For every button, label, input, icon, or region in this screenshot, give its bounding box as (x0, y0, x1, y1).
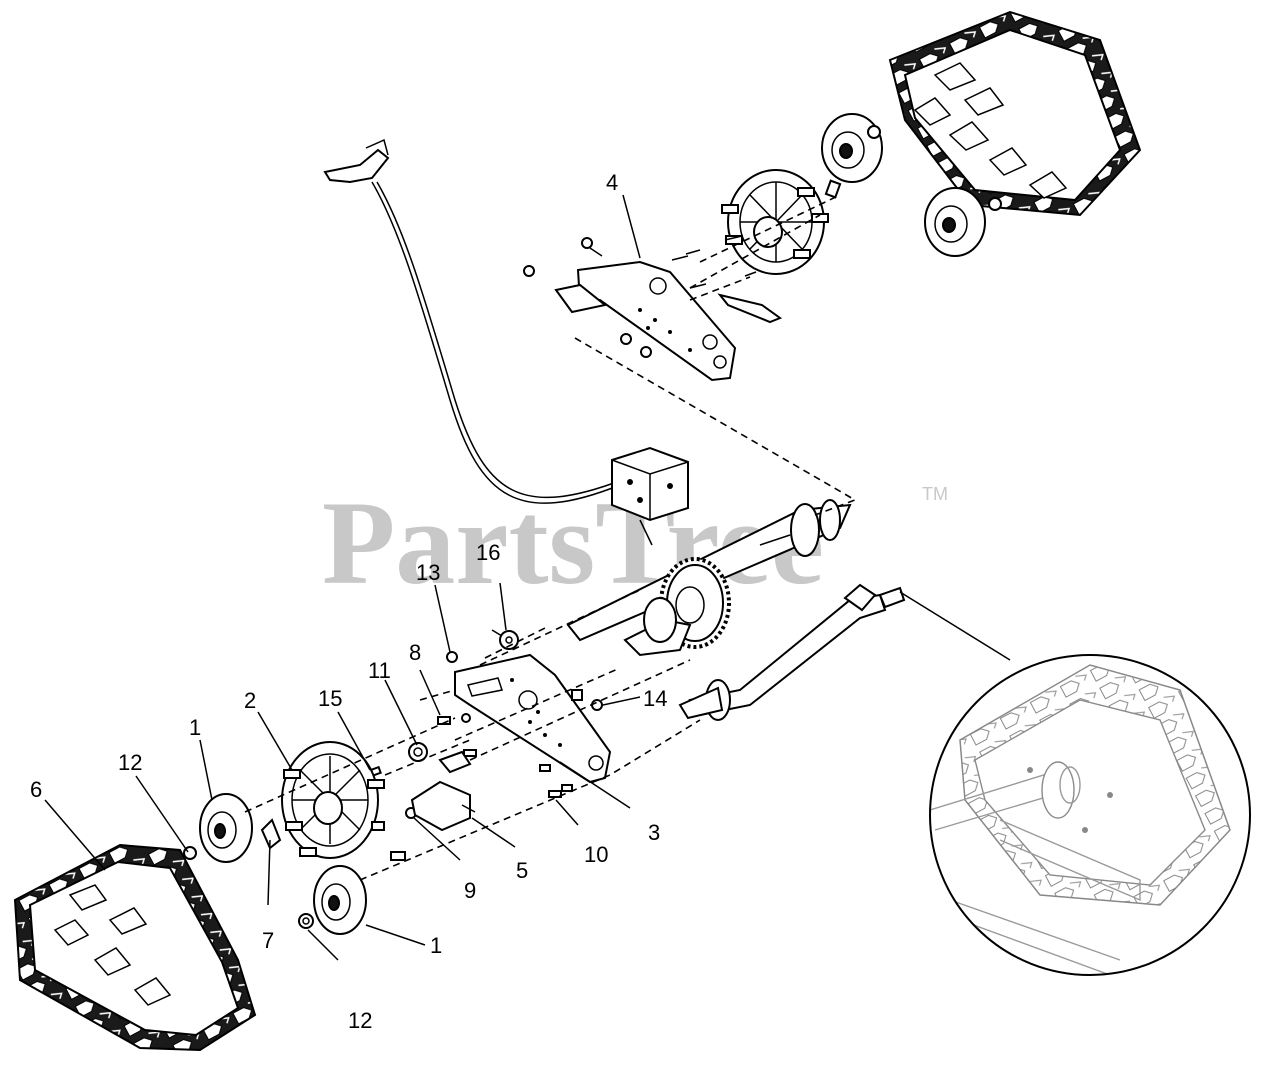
control-cable (323, 138, 623, 504)
callout-12-bottom: 12 (348, 1008, 372, 1033)
callout-1-left: 1 (189, 715, 201, 740)
bolt-8 (437, 716, 451, 725)
callout-3: 3 (648, 820, 660, 845)
alignment-lines (244, 194, 857, 881)
washer-11 (408, 742, 428, 762)
callout-8: 8 (409, 640, 421, 665)
top-wheel-lower (924, 187, 1002, 257)
callout-14: 14 (643, 686, 667, 711)
idler-wheel-right (313, 865, 367, 935)
watermark-trademark: TM (922, 484, 948, 504)
callout-13: 13 (416, 560, 440, 585)
lower-side-plate (454, 653, 612, 784)
callout-2: 2 (244, 688, 256, 713)
gearbox (611, 446, 689, 546)
top-side-plate (523, 235, 783, 382)
idler-wheel-left (199, 793, 253, 863)
callout-leaders (44, 194, 641, 961)
top-drive-sprocket (721, 169, 842, 275)
callout-6: 6 (30, 777, 42, 802)
top-wheel-upper (821, 113, 883, 183)
detail-view (899, 591, 1251, 976)
callout-5: 5 (516, 858, 528, 883)
callout-10: 10 (584, 842, 608, 867)
callout-labels: 4 1 2 12 6 7 12 1 15 11 8 13 16 14 3 10 … (30, 170, 667, 1033)
washer-16 (499, 630, 519, 650)
track-lower-left (13, 843, 257, 1052)
lower-drive-sprocket (260, 741, 385, 859)
callout-12-top: 12 (118, 750, 142, 775)
callout-4: 4 (606, 170, 618, 195)
bolt-10 (548, 790, 562, 798)
callout-11: 11 (368, 658, 391, 683)
callout-1-right: 1 (430, 933, 442, 958)
lower-shaft (623, 583, 906, 721)
callout-9: 9 (464, 878, 476, 903)
nut-14 (591, 699, 603, 711)
nut-13 (446, 651, 458, 663)
callout-15: 15 (318, 686, 342, 711)
callout-16: 16 (476, 540, 500, 565)
track-top-right (888, 10, 1142, 217)
callout-7: 7 (262, 928, 274, 953)
bracket-5 (410, 750, 476, 832)
